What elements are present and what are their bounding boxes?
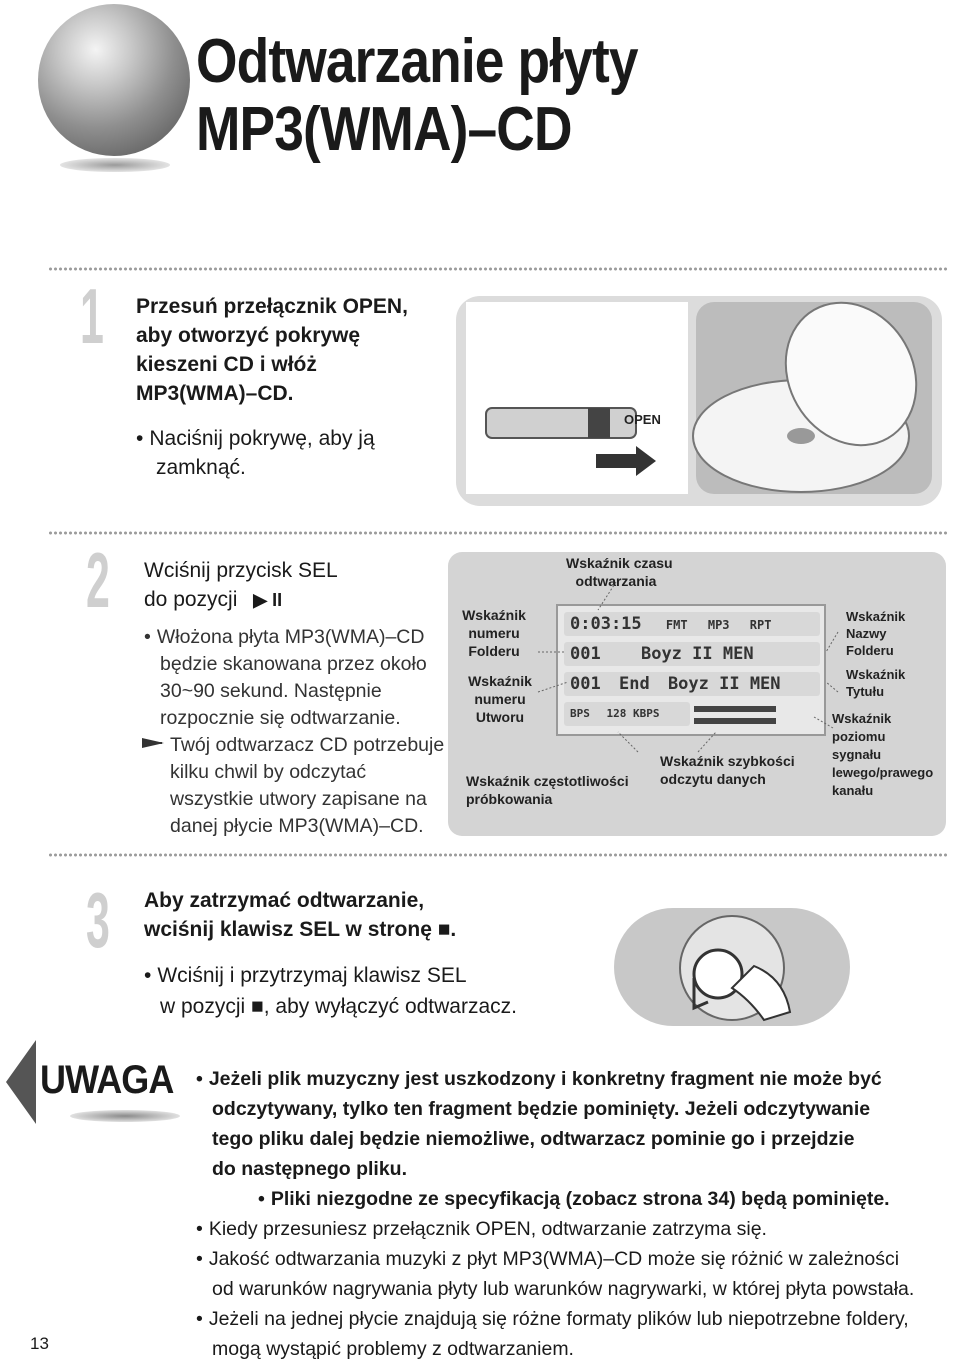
sphere-shadow — [60, 158, 170, 172]
step3-bullet: Wciśnij i przytrzymaj klawisz SEL w pozy… — [144, 960, 517, 1022]
cd-player-illustration: OPEN — [456, 296, 942, 506]
note-bullet-2: Pliki niezgodne ze specyfikacją (zobacz … — [258, 1184, 890, 1214]
step1-bullet: Naciśnij pokrywę, aby ją zamknąć. — [136, 424, 374, 482]
page-number: 13 — [30, 1334, 49, 1353]
step-number: 1 — [80, 272, 104, 360]
note-triangle-icon — [6, 1040, 36, 1124]
note-arrow-icon — [142, 734, 170, 752]
label-playback-time: Wskaźnik czasu odtwarzania — [566, 555, 673, 589]
note-bullet-3: Kiedy przesuniesz przełącznik OPEN, odtw… — [196, 1214, 767, 1244]
step3-instructions: Aby zatrzymać odtwarzanie, wciśnij klawi… — [144, 889, 457, 941]
play-pause-icon: ▶ II — [253, 590, 283, 610]
level-bar-left — [694, 706, 776, 712]
lcd-screen: 0:03:15 FMT MP3 RPT 001 Boyz II MEN 001 … — [556, 604, 826, 736]
note-bullet-1: Jeżeli plik muzyczny jest uszkodzony i k… — [196, 1064, 882, 1184]
step-number: 2 — [86, 536, 110, 624]
open-lid-illustration — [466, 301, 932, 494]
stop-icon: ■ — [251, 995, 264, 1018]
label-folder-number: Wskaźnik numeru Folderu — [462, 607, 526, 659]
step-number: 3 — [86, 876, 110, 964]
label-signal-level: Wskaźnik poziomu sygnału lewego/prawego … — [832, 711, 934, 798]
step2-note: Twój odtwarzacz CD potrzebuje kilku chwi… — [170, 734, 445, 837]
section-divider — [48, 530, 948, 536]
stop-icon: ■ — [437, 918, 451, 941]
callout-lines — [537, 581, 839, 753]
label-track-number: Wskaźnik numeru Utworu — [468, 673, 532, 725]
note-bullet-5: Jeżeli na jednej płycie znajdują się róż… — [196, 1304, 909, 1364]
section-divider — [48, 266, 948, 272]
label-sampling-rate: Wskaźnik częstotliwości próbkowania — [466, 773, 629, 807]
label-title: Wskaźnik Tytułu — [846, 667, 906, 699]
level-bar-right — [694, 718, 776, 724]
section-divider — [48, 852, 948, 858]
label-folder-name: Wskaźnik Nazwy Folderu — [846, 609, 906, 658]
page-title: Odtwarzanie płyty MP3(WMA)–CD — [196, 27, 639, 164]
step2-instructions: Wciśnij przycisk SEL do pozycji ▶ II — [144, 559, 338, 611]
step1-instructions: Przesuń przełącznik OPEN, aby otworzyć p… — [136, 295, 408, 405]
note-bullet-4: Jakość odtwarzania muzyki z płyt MP3(WMA… — [196, 1244, 915, 1304]
note-heading: UWAGA — [40, 1058, 174, 1102]
open-switch-label: OPEN — [624, 412, 661, 427]
step2-bullet: Włożona płyta MP3(WMA)–CD będzie skanowa… — [144, 624, 427, 732]
decorative-sphere — [38, 4, 190, 156]
sel-key-illustration — [614, 908, 850, 1026]
heading-shadow — [70, 1110, 180, 1122]
label-read-speed: Wskaźnik szybkości odczytu danych — [660, 753, 795, 787]
